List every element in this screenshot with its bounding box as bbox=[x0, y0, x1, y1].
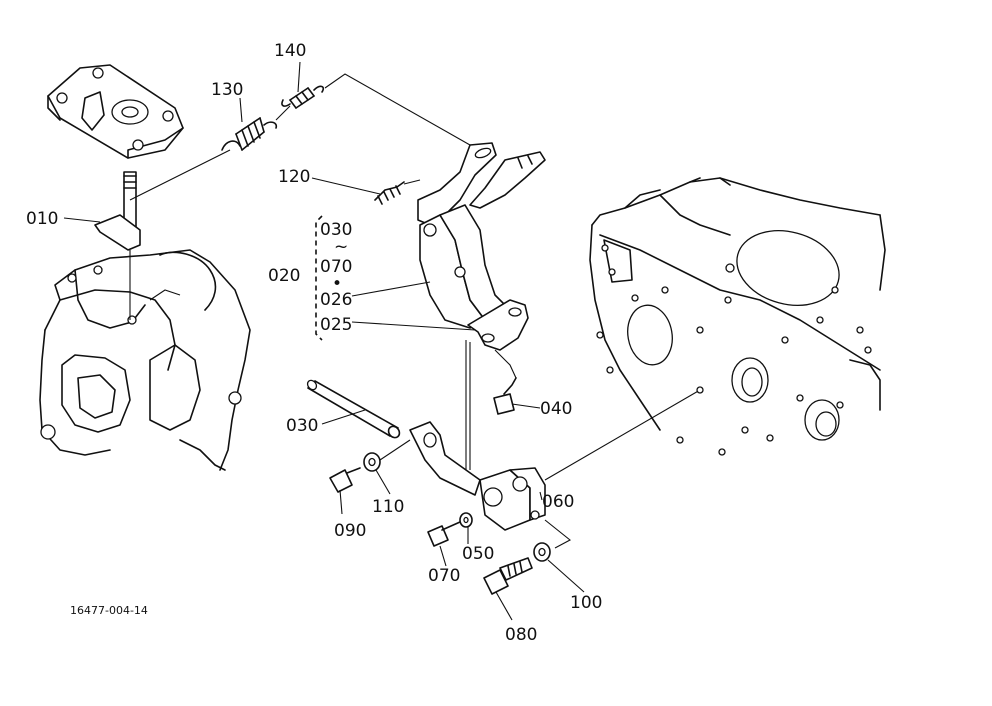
engine-front-case bbox=[39, 249, 251, 471]
label-080: 080 bbox=[505, 625, 537, 645]
part-140-spring bbox=[275, 73, 471, 146]
part-040-bolt bbox=[493, 349, 517, 415]
group-bracket bbox=[315, 215, 323, 341]
label-040: 040 bbox=[540, 399, 572, 419]
label-130: 130 bbox=[211, 80, 243, 100]
label-070-group: 070 bbox=[320, 257, 352, 277]
part-070-bolt bbox=[427, 521, 461, 547]
part-090-bolt bbox=[329, 467, 361, 493]
label-060: 060 bbox=[542, 492, 574, 512]
part-080-bolt bbox=[483, 557, 533, 595]
figure-id: 16477-004-14 bbox=[70, 604, 148, 617]
label-026: 026 bbox=[320, 290, 352, 310]
part-130-spring bbox=[221, 117, 278, 151]
part-020-governor-lever-assembly bbox=[417, 142, 546, 470]
part-030-rod bbox=[306, 379, 401, 439]
part-050-washer bbox=[459, 512, 473, 528]
engine-block bbox=[589, 177, 886, 456]
label-100: 100 bbox=[570, 593, 602, 613]
label-070-part: 070 bbox=[428, 566, 460, 586]
label-140: 140 bbox=[274, 41, 306, 61]
leader-lines bbox=[63, 61, 585, 621]
label-050: 050 bbox=[462, 544, 494, 564]
label-tilde: ~ bbox=[334, 237, 348, 257]
label-030-group: 030 bbox=[320, 220, 352, 240]
label-110: 110 bbox=[372, 497, 404, 517]
governor-cover-plate bbox=[47, 64, 184, 159]
label-010: 010 bbox=[26, 209, 58, 229]
label-020: 020 bbox=[268, 266, 300, 286]
label-120: 120 bbox=[278, 167, 310, 187]
part-110-washer bbox=[363, 439, 411, 472]
part-010-governor-shaft bbox=[94, 149, 231, 320]
part-100-washer bbox=[533, 542, 551, 562]
label-dot: • bbox=[332, 274, 342, 294]
part-060-bracket bbox=[409, 386, 704, 549]
label-030-part: 030 bbox=[286, 416, 318, 436]
label-025: 025 bbox=[320, 315, 352, 335]
part-120-spring bbox=[374, 179, 421, 205]
label-090: 090 bbox=[334, 521, 366, 541]
